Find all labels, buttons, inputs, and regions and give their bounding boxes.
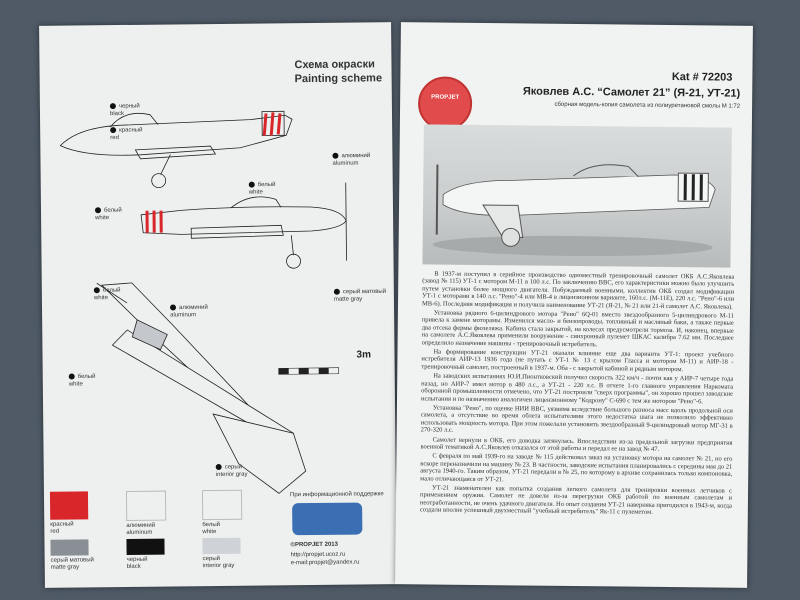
paragraph: На заводских испытаниях Ю.И.Пионтковский… [420, 372, 734, 405]
scale-label: 3m [356, 349, 372, 361]
publisher-copyright: ©PROPJET 2013 [290, 541, 339, 549]
history-text: В 1937-м поступил в серийное производств… [419, 270, 735, 583]
kit-number: Kat # 72203 [671, 71, 733, 84]
aircraft-photo [422, 124, 732, 268]
publisher-note: При информационной поддержке [289, 491, 384, 499]
paragraph: На формирование конструкции УТ-21 оказал… [421, 348, 734, 374]
aircraft-drawings [59, 110, 347, 494]
kit-title: Яковлев А.С. “Самолет 21” (Я-21, УТ-21) [522, 85, 741, 100]
red-tail-stripes-middle [145, 210, 163, 233]
red-tail-stripes-top [262, 112, 282, 136]
right-page-description: PROPJET Kat # 72203 Яковлев А.С. “Самоле… [395, 22, 753, 588]
paragraph: Установка рядного 6-цилиндрового мотора … [421, 309, 734, 348]
side-view-top [59, 110, 293, 189]
kit-subtitle: сборная модель-копия самолета из полиуре… [554, 101, 741, 110]
left-page-painting-scheme: Схема окраски Painting scheme [39, 22, 397, 588]
paragraph: Установка "Рено", по оценке НИИ ВВС, уяз… [420, 404, 733, 434]
scalemodels-logo [292, 502, 363, 536]
plan-view [96, 282, 307, 494]
scale-bar [278, 367, 340, 375]
paragraph: С февраля по май 1939-го на заводе № 115… [420, 452, 733, 483]
publisher-email: e-mail:propjet@yandex.ru [290, 559, 360, 567]
aircraft-photo-drawing [432, 164, 716, 257]
side-view-middle [140, 182, 347, 269]
paragraph: Самолет вернули в ОКБ, его доводка затян… [420, 436, 733, 453]
paragraph: УТ-21 знаменателен как попытка создания … [419, 484, 733, 517]
paragraph: В 1937-м поступил в серийное производств… [421, 270, 735, 311]
propjet-stamp: PROPJET [417, 76, 473, 131]
